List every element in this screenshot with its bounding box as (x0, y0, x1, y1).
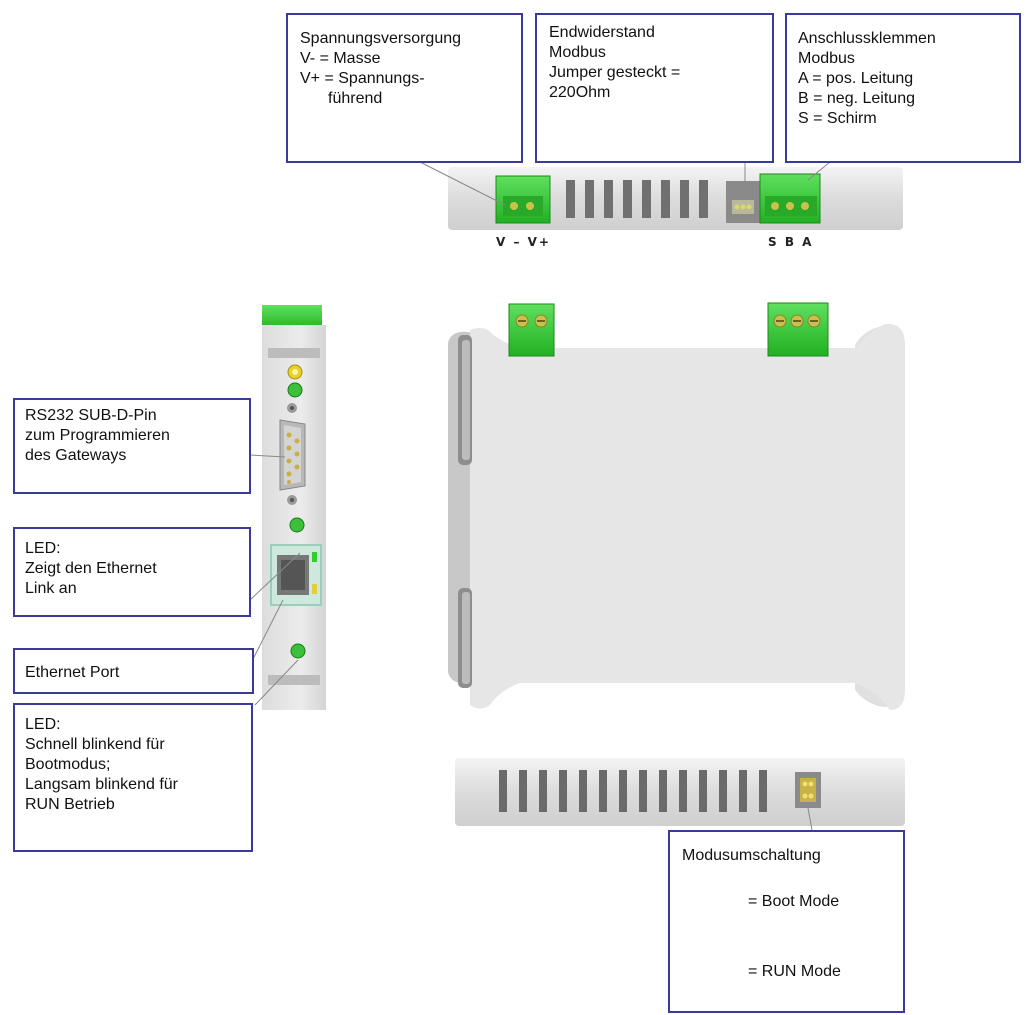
led-status-callout-line1: LED: (25, 716, 61, 733)
terminals-callout-line3: B = neg. Leitung (798, 90, 915, 107)
led-link-callout-line2: Zeigt den Ethernet (25, 560, 157, 577)
power-callout-line1: V- = Masse (300, 50, 381, 67)
power-terminal-top (495, 175, 551, 224)
rs232-callout: RS232 SUB-D-Pin zum Programmieren des Ga… (13, 398, 251, 494)
mode-switch-callout: Modusumschaltung = Boot Mode = RUN Mode (668, 830, 905, 1013)
led-status-callout-line4: Langsam blinkend für (25, 776, 178, 793)
led-link-callout-line3: Link an (25, 580, 77, 597)
power-supply-callout: Spannungsversorgung V- = Masse V+ = Span… (286, 13, 523, 163)
power-terminal-label: V – V+ (496, 235, 551, 249)
led-status-callout-line5: RUN Betrieb (25, 796, 115, 813)
led-link-callout: LED: Zeigt den Ethernet Link an (13, 527, 251, 617)
led-link-callout-line1: LED: (25, 540, 61, 557)
led-status-callout-line3: Bootmodus; (25, 756, 111, 773)
modbus-terminal-top (759, 173, 821, 224)
ethernet-port-callout-line1: Ethernet Port (25, 664, 120, 681)
rs232-callout-line1: RS232 SUB-D-Pin (25, 407, 157, 424)
termination-callout-title: Endwiderstand (549, 24, 655, 41)
power-callout-line2: V+ = Spannungs- (300, 70, 425, 87)
terminals-callout-title: Anschlussklemmen (798, 30, 936, 47)
mode-callout-title: Modusumschaltung (682, 847, 821, 864)
terminals-callout-line4: S = Schirm (798, 110, 877, 127)
top-vent-slots (566, 180, 708, 218)
top-view (448, 167, 903, 230)
termination-callout: Endwiderstand Modbus Jumper gesteckt = 2… (535, 13, 774, 163)
run-mode-label: = RUN Mode (748, 963, 841, 980)
bottom-view (455, 758, 905, 826)
termination-callout-line3: 220Ohm (549, 84, 611, 101)
boot-mode-label: = Boot Mode (748, 893, 840, 910)
bottom-vent-slots (499, 770, 767, 812)
power-callout-title: Spannungsversorgung (300, 30, 462, 47)
side-view (448, 302, 905, 710)
front-view (262, 305, 326, 710)
modbus-terminal-label: S B A (768, 235, 814, 249)
led-status-callout-line2: Schnell blinkend für (25, 736, 165, 753)
termination-callout-line1: Modbus (549, 44, 606, 61)
power-terminal-side (508, 303, 555, 357)
rs232-callout-line3: des Gateways (25, 447, 127, 464)
leader-lines (249, 161, 831, 831)
led-status-callout: LED: Schnell blinkend für Bootmodus; Lan… (13, 703, 253, 852)
terminals-callout-line1: Modbus (798, 50, 855, 67)
mode-switch-bottom (795, 772, 821, 808)
db9-connector (279, 419, 306, 491)
rs232-callout-line2: zum Programmieren (25, 427, 170, 444)
rj45-port (270, 544, 322, 606)
terminals-callout: Anschlussklemmen Modbus A = pos. Leitung… (785, 13, 1021, 163)
terminals-callout-line2: A = pos. Leitung (798, 70, 914, 87)
power-callout-line3: führend (328, 90, 383, 107)
termination-jumper (726, 181, 760, 223)
ethernet-port-callout: Ethernet Port (13, 648, 254, 694)
termination-callout-line2: Jumper gesteckt = (549, 64, 681, 81)
modbus-terminal-side (767, 302, 829, 357)
